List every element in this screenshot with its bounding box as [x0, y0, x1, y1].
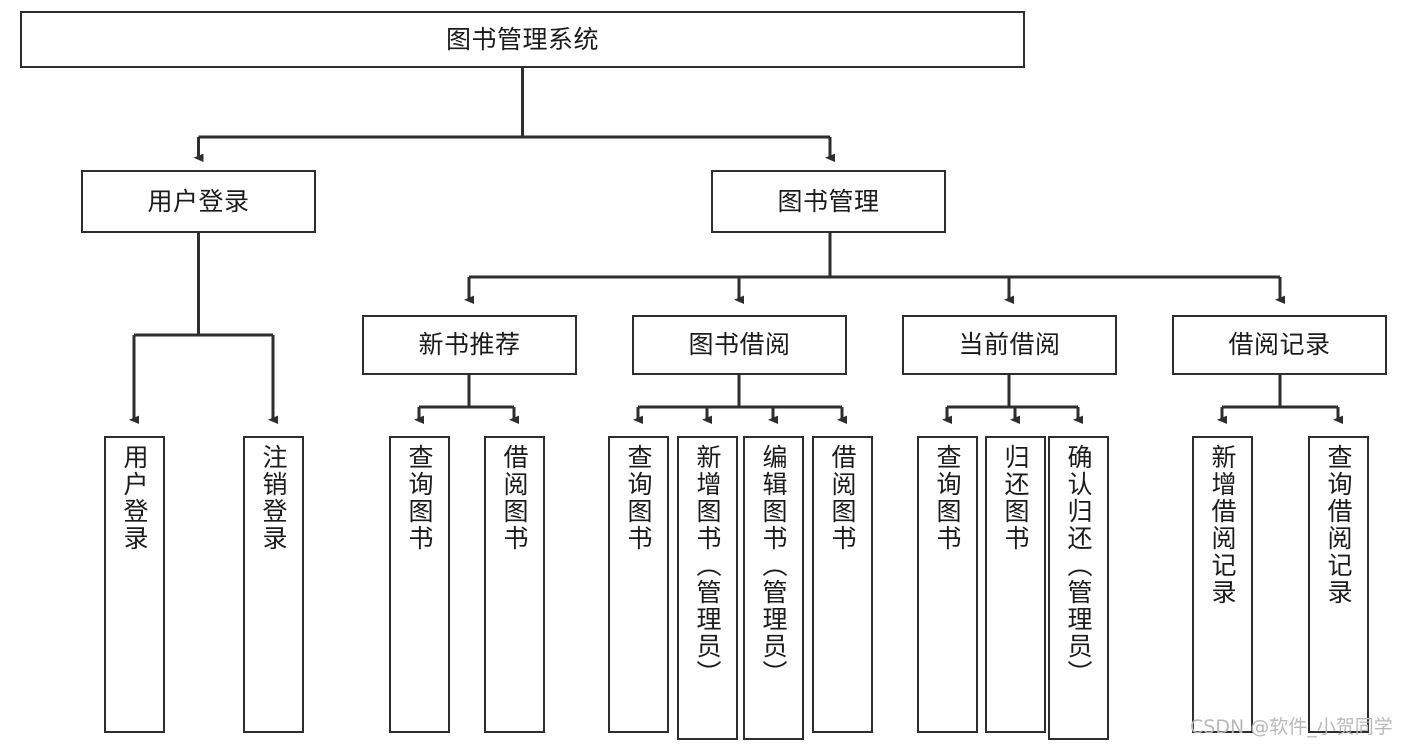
leaf-new-book-query-book[interactable]: 查询图书	[389, 436, 450, 733]
node-label: 新书推荐	[418, 330, 521, 360]
node-user-login[interactable]: 用户登录	[81, 170, 316, 233]
leaf-book-borrow-edit-book-admin[interactable]: 编辑图书（管理员）	[743, 436, 804, 740]
node-label: 借阅图书	[828, 444, 857, 552]
node-label: 查询图书	[405, 444, 434, 552]
leaf-current-borrow-query-book[interactable]: 查询图书	[917, 436, 978, 733]
node-label: 归还图书	[1001, 444, 1030, 552]
leaf-borrow-record-add-record[interactable]: 新增借阅记录	[1192, 436, 1253, 733]
node-label: 当前借阅	[958, 330, 1061, 360]
leaf-current-borrow-return-book[interactable]: 归还图书	[985, 436, 1046, 733]
csdn-watermark: CSDN @软件_小贺同学	[1190, 716, 1393, 738]
node-label: 图书借阅	[688, 330, 791, 360]
node-label: 借阅图书	[500, 444, 529, 552]
node-root-book-management-system[interactable]: 图书管理系统	[20, 11, 1025, 68]
node-label: 图书管理	[777, 186, 880, 216]
node-label: 查询图书	[933, 444, 962, 552]
node-label: 用户登录	[120, 444, 149, 552]
leaf-book-borrow-query-book[interactable]: 查询图书	[608, 436, 669, 733]
node-label: 注销登录	[259, 444, 288, 552]
node-book-management[interactable]: 图书管理	[711, 170, 946, 233]
leaf-book-borrow-add-book-admin[interactable]: 新增图书（管理员）	[677, 436, 738, 740]
node-label: 借阅记录	[1228, 330, 1331, 360]
node-new-book-recommend[interactable]: 新书推荐	[362, 315, 577, 375]
leaf-current-borrow-confirm-return-admin[interactable]: 确认归还（管理员）	[1048, 436, 1109, 740]
leaf-book-borrow-borrow-book[interactable]: 借阅图书	[812, 436, 873, 733]
leaf-user-login-login[interactable]: 用户登录	[104, 436, 165, 733]
node-label: 新增借阅记录	[1208, 444, 1237, 606]
leaf-new-book-borrow-book[interactable]: 借阅图书	[484, 436, 545, 733]
node-label: 确认归还（管理员）	[1064, 444, 1093, 687]
leaf-user-login-logout[interactable]: 注销登录	[243, 436, 304, 733]
leaf-borrow-record-query-record[interactable]: 查询借阅记录	[1308, 436, 1369, 733]
node-label: 编辑图书（管理员）	[759, 444, 788, 687]
node-label: 图书管理系统	[445, 24, 599, 54]
node-label: 查询图书	[624, 444, 653, 552]
node-current-borrow[interactable]: 当前借阅	[902, 315, 1117, 375]
node-label: 查询借阅记录	[1324, 444, 1353, 606]
node-borrow-record[interactable]: 借阅记录	[1172, 315, 1387, 375]
node-label: 新增图书（管理员）	[693, 444, 722, 687]
node-book-borrow[interactable]: 图书借阅	[632, 315, 847, 375]
node-label: 用户登录	[147, 186, 250, 216]
